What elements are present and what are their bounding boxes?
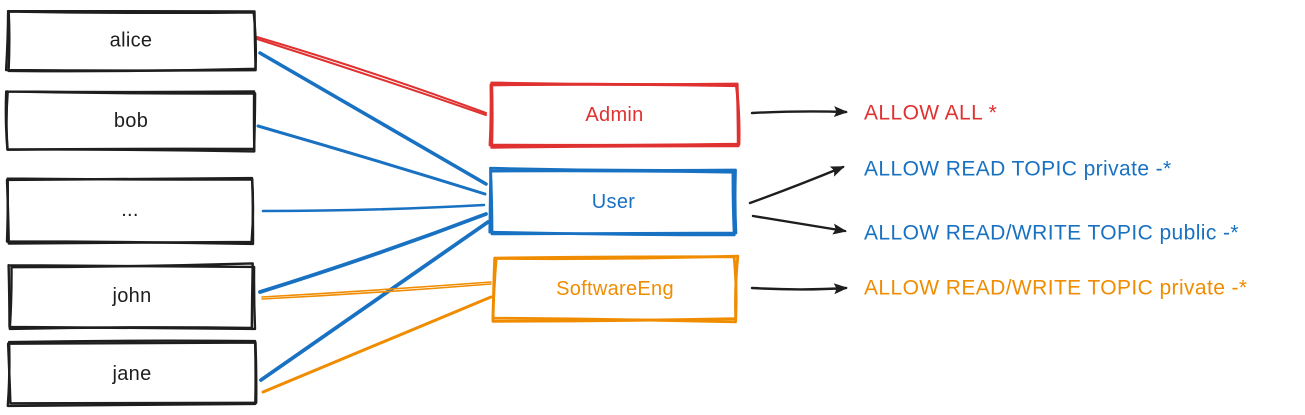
role-label: SoftwareEng <box>556 278 674 300</box>
assignment-line-jane-user <box>259 220 490 382</box>
node-boxes-layer <box>4 9 741 408</box>
permission-label: ALLOW READ/WRITE TOPIC private -* <box>864 277 1248 300</box>
role-box-border <box>490 81 740 149</box>
assignment-line-dotdotdot-user <box>261 203 486 213</box>
assignment-lines-layer <box>256 36 493 394</box>
assignment-line-alice-admin <box>256 38 487 116</box>
assignment-line-alice-admin <box>256 36 487 114</box>
user-box-border <box>4 9 257 72</box>
user-box-john <box>7 262 257 331</box>
grant-arrows-layer <box>748 106 848 295</box>
user-box-border <box>4 90 256 153</box>
assignment-line-bob-user <box>256 124 487 196</box>
user-box-border <box>7 264 257 331</box>
permission-label: ALLOW ALL * <box>864 102 997 125</box>
user-box-border <box>6 341 258 405</box>
role-box-softwareeng <box>491 254 740 324</box>
grant-arrow-user-2 <box>751 214 847 235</box>
role-label: User <box>592 191 635 213</box>
assignment-line-john-softwareeng <box>261 283 492 300</box>
grant-arrow-softwareeng-3 <box>750 283 848 295</box>
role-box-admin <box>488 81 741 149</box>
grant-arrow-admin-0 <box>750 106 848 118</box>
user-label: alice <box>110 30 153 52</box>
assignment-line-john-softwareeng <box>261 281 492 298</box>
user-label: ... <box>121 199 139 221</box>
user-box-border <box>7 10 258 73</box>
user-label: john <box>111 285 151 307</box>
user-box-bob <box>4 90 257 153</box>
user-box-border <box>5 177 255 246</box>
assignment-line-jane-softwareeng <box>261 295 493 394</box>
grant-arrow-user-1 <box>748 165 845 205</box>
user-label: jane <box>111 363 151 385</box>
user-box-jane <box>6 339 258 408</box>
permission-label: ALLOW READ TOPIC private -* <box>864 158 1172 181</box>
assignment-line-john-user <box>258 212 488 294</box>
role-label: Admin <box>585 104 643 126</box>
permission-label: ALLOW READ/WRITE TOPIC public -* <box>864 222 1239 245</box>
role-box-border <box>489 166 738 236</box>
user-label: bob <box>114 110 148 132</box>
assignment-line-alice-user <box>258 51 488 186</box>
role-box-border <box>491 255 738 324</box>
user-box-alice <box>4 9 258 73</box>
user-box-dotdotdot <box>5 176 255 246</box>
role-box-user <box>488 166 738 237</box>
